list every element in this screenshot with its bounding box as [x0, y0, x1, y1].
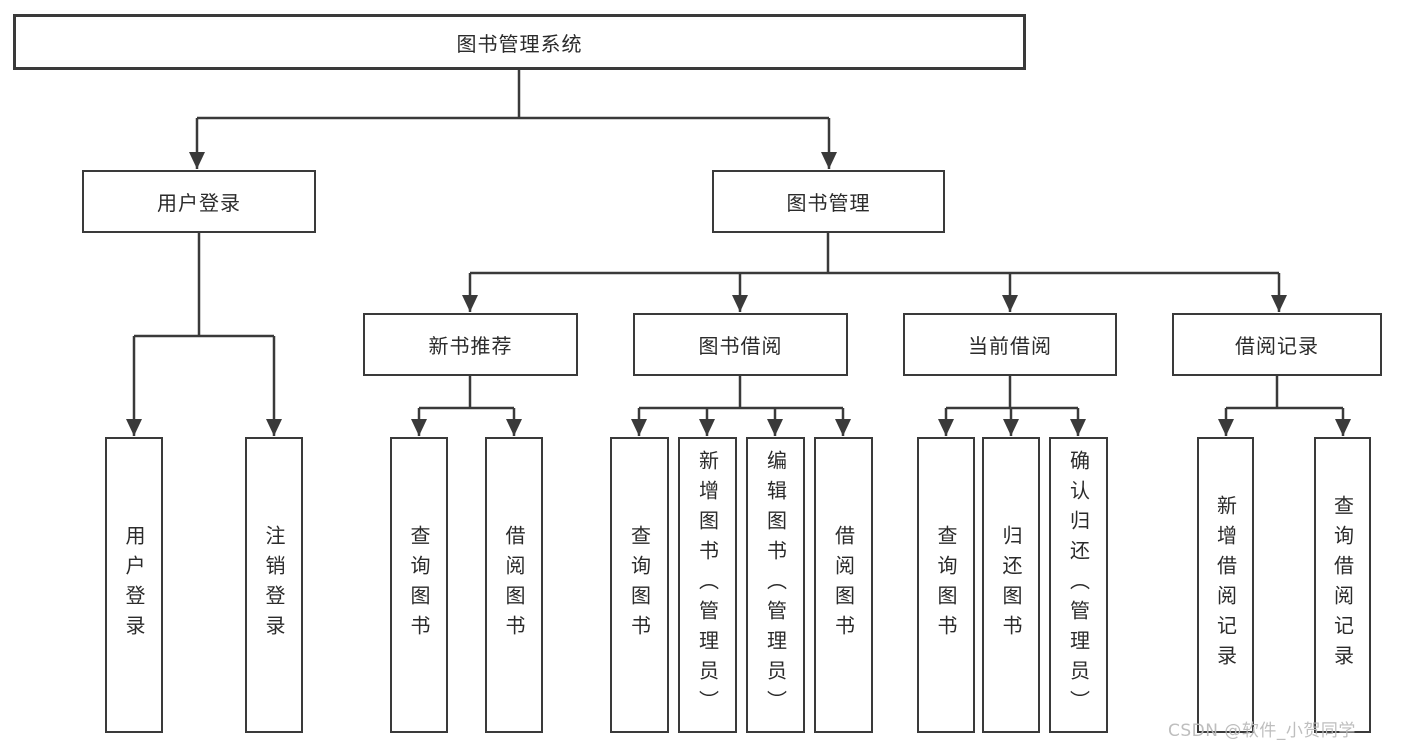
leaf-label: 查询图书	[627, 525, 652, 645]
branch-box-book-management: 图书管理	[712, 170, 945, 233]
branch-box-borrowing-records: 借阅记录	[1172, 313, 1382, 376]
leaf-label: 借阅图书	[831, 525, 856, 645]
leaf-label: 借阅图书	[502, 525, 526, 645]
leaf-label: 查询图书	[934, 525, 958, 645]
leaf-box-query-books-2: 查询图书	[610, 437, 669, 733]
csdn-watermark: CSDN @软件_小贺同学	[1168, 721, 1356, 741]
leaf-box-add-borrow-record: 新增借阅记录	[1197, 437, 1254, 733]
branch-box-new-book-recommend: 新书推荐	[363, 313, 578, 376]
leaf-label: 用户登录	[122, 525, 146, 645]
leaf-box-confirm-return-admin: 确认归还（管理员）	[1049, 437, 1108, 733]
leaf-label: 新增借阅记录	[1213, 495, 1238, 675]
leaf-box-borrow-books-1: 借阅图书	[485, 437, 543, 733]
branch-box-current-borrowing: 当前借阅	[903, 313, 1117, 376]
leaf-box-edit-books-admin: 编辑图书（管理员）	[746, 437, 805, 733]
leaf-label: 编辑图书（管理员）	[763, 450, 788, 720]
leaf-label: 新增图书（管理员）	[695, 450, 720, 720]
leaf-box-borrow-books-2: 借阅图书	[814, 437, 873, 733]
leaf-box-user-login: 用户登录	[105, 437, 163, 733]
leaf-label: 注销登录	[262, 525, 286, 645]
root-box-library-system: 图书管理系统	[13, 14, 1026, 70]
leaf-box-logout: 注销登录	[245, 437, 303, 733]
leaf-label: 确认归还（管理员）	[1066, 450, 1091, 720]
leaf-label: 查询图书	[407, 525, 431, 645]
branch-box-book-borrowing: 图书借阅	[633, 313, 848, 376]
leaf-label: 查询借阅记录	[1330, 495, 1355, 675]
leaf-box-return-books: 归还图书	[982, 437, 1040, 733]
leaf-box-add-books-admin: 新增图书（管理员）	[678, 437, 737, 733]
leaf-box-query-borrow-record: 查询借阅记录	[1314, 437, 1371, 733]
leaf-box-query-books-1: 查询图书	[390, 437, 448, 733]
leaf-label: 归还图书	[999, 525, 1023, 645]
branch-box-user-login: 用户登录	[82, 170, 316, 233]
leaf-box-query-books-3: 查询图书	[917, 437, 975, 733]
